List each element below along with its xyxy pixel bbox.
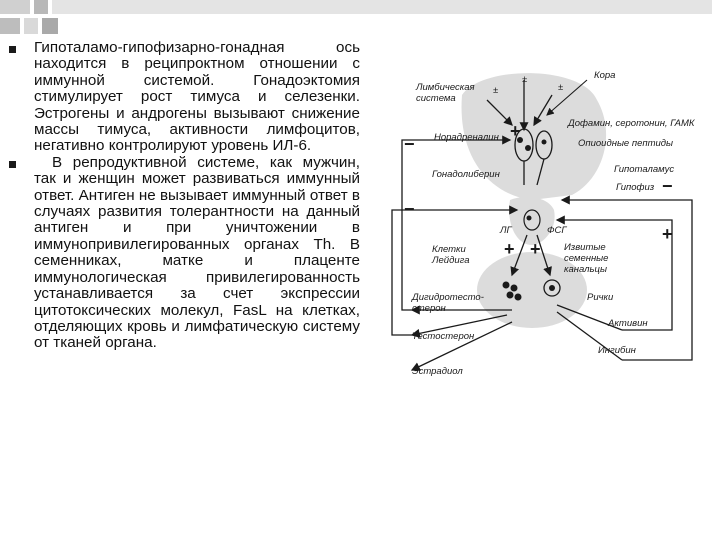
label-estradiol: Эстрадиол <box>412 366 463 377</box>
sign-plus-right: + <box>662 224 673 244</box>
label-fsh: ФСГ <box>547 225 567 236</box>
sign-pm-3: ± <box>558 82 563 93</box>
bullet-item-1: Гипоталамо-гипофизарно-гонадная ось нахо… <box>8 39 360 155</box>
bullet-square-icon <box>9 160 16 168</box>
brain-shape <box>461 73 607 200</box>
paragraph-2: В репродуктивной системе, как мужчин, та… <box>34 153 360 352</box>
decorative-header-squares <box>0 0 720 36</box>
text-column: Гипоталамо-гипофизарно-гонадная ось нахо… <box>8 39 360 352</box>
bullet-square-icon <box>9 46 16 53</box>
hpg-axis-diagram: Кора Лимбическая система Норадреналин До… <box>391 70 696 377</box>
label-hypothalamus: Гипоталамус <box>614 164 674 175</box>
label-gonadoliberin: Гонадолиберин <box>432 169 501 180</box>
sign-plus-fsh: + <box>530 239 541 259</box>
label-lh: ЛГ <box>499 225 513 236</box>
sign-pm-2: ± <box>522 74 527 85</box>
sign-minus-right: − <box>662 176 673 196</box>
label-sertoli: Рички <box>587 292 614 303</box>
label-opioid: Опиоидные пептиды <box>578 138 673 149</box>
label-limbic-1: Лимбическая <box>415 82 475 93</box>
label-tubules-3: канальцы <box>564 264 607 275</box>
testis-shape <box>477 252 587 328</box>
sign-pm-1: ± <box>493 85 498 96</box>
label-dht-1: Дигидротесто- <box>411 292 484 303</box>
label-cortex: Кора <box>594 70 615 81</box>
label-inhibin: Ингибин <box>598 345 637 356</box>
label-pituitary: Гипофиз <box>616 182 655 193</box>
label-leydig-1: Клетки <box>432 244 467 255</box>
sign-plus-hypothalamus: + <box>510 121 521 141</box>
paragraph-1: Гипоталамо-гипофизарно-гонадная ось нахо… <box>34 39 360 155</box>
label-dht-2: стерон <box>412 303 447 314</box>
label-tubules-1: Извитые <box>564 242 606 253</box>
label-testosterone: Тестостерон <box>412 331 475 342</box>
sign-minus-top: − <box>404 134 415 154</box>
label-tubules-2: семенные <box>564 253 608 264</box>
sign-plus-lh: + <box>504 239 515 259</box>
label-noradrenaline: Норадреналин <box>434 132 500 143</box>
label-limbic-2: система <box>416 93 456 104</box>
label-leydig-2: Лейдига <box>431 255 469 266</box>
label-dopamine: Дофамин, серотонин, ГАМК <box>567 118 696 129</box>
label-activin: Активин <box>607 318 648 329</box>
sign-minus-mid: − <box>404 199 415 219</box>
bullet-item-2: В репродуктивной системе, как мужчин, та… <box>8 153 360 352</box>
pituitary-shape <box>509 197 555 245</box>
